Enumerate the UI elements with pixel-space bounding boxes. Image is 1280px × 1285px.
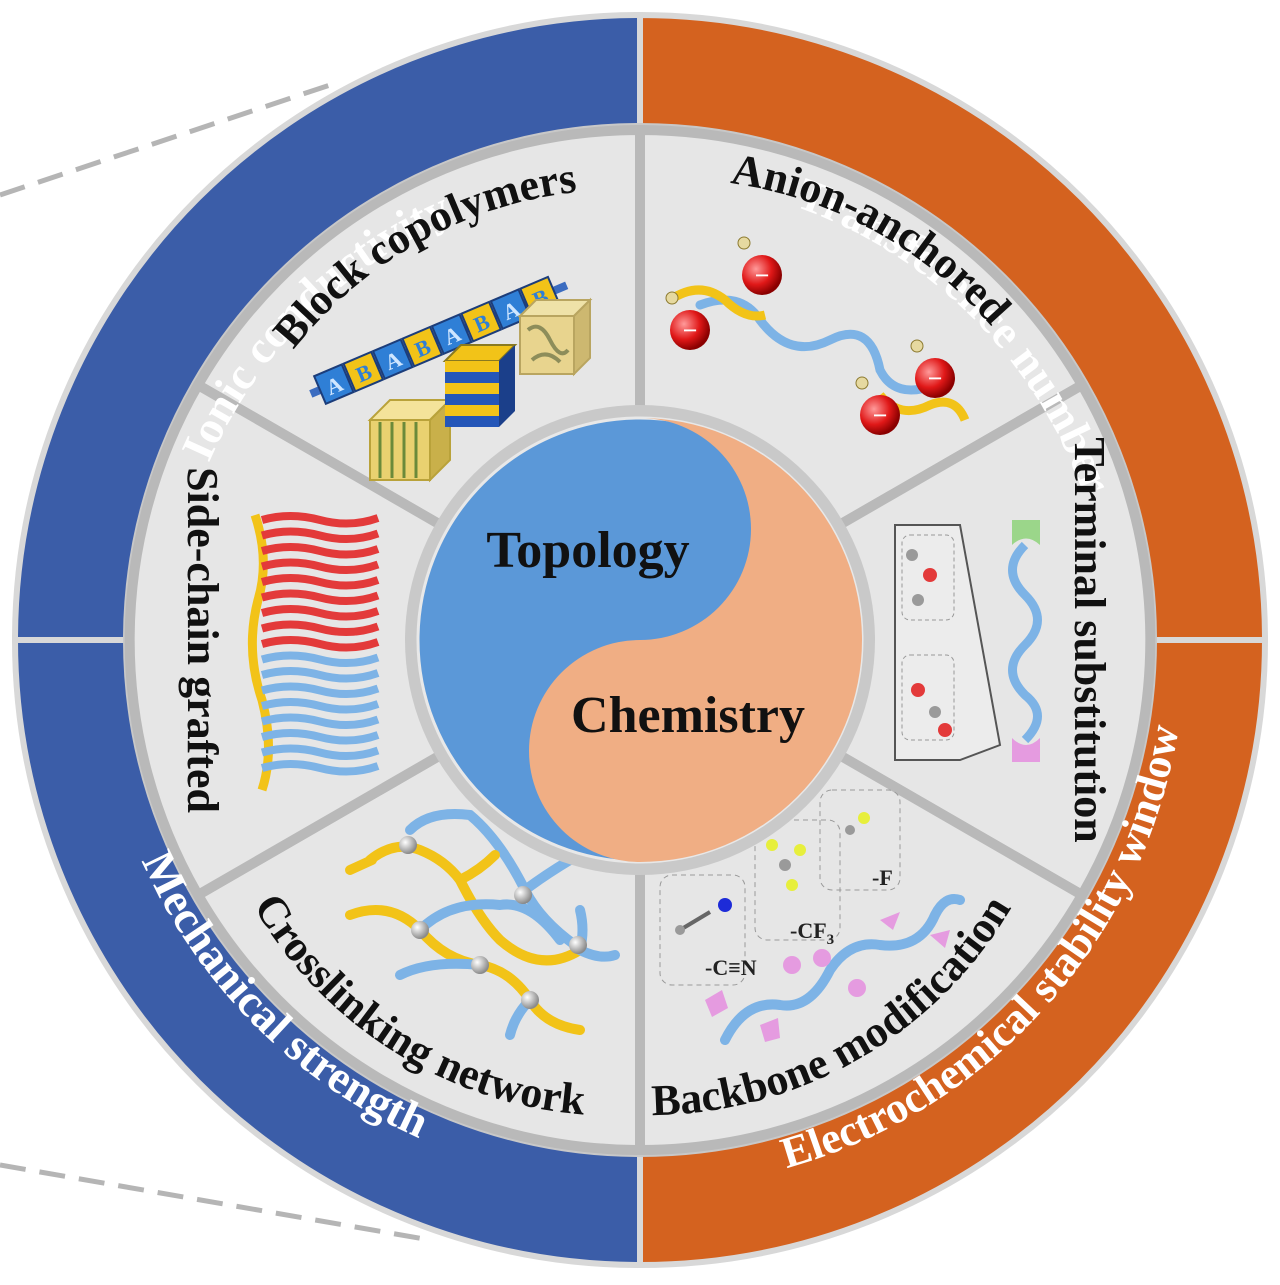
graft-backbone xyxy=(247,513,273,792)
side-chain-red xyxy=(260,574,380,590)
crosslink-nodes xyxy=(399,836,587,1009)
svg-text:−: − xyxy=(683,316,698,345)
side-chain-blue xyxy=(260,760,380,776)
cylinder-morphology-cube xyxy=(367,397,453,483)
label-terminal-substitution: Terminal substitution xyxy=(1065,437,1114,842)
block-segment-a: A xyxy=(430,313,473,356)
side-chain-blue xyxy=(260,651,380,667)
side-chain-red xyxy=(260,543,380,559)
label-side-chain-grafted: Side-chain grafted xyxy=(178,467,227,813)
group-label-cyano: -C≡N xyxy=(705,955,757,980)
sector-side-chain-grafted xyxy=(124,378,651,902)
side-chain-grafted-illustration xyxy=(247,512,380,792)
center-label-topology: Topology xyxy=(486,522,689,579)
anion-anchored-illustration: − − − − xyxy=(665,236,970,435)
backbone-modification-illustration: -C≡N -CF3 -F xyxy=(659,789,965,1045)
svg-text:−: − xyxy=(873,401,888,430)
side-chain-red xyxy=(260,636,380,652)
block-segment-a: A xyxy=(371,338,414,381)
side-chain-blue xyxy=(260,667,380,683)
side-chain-blue xyxy=(260,698,380,714)
side-chain-red xyxy=(260,558,380,574)
svg-text:−: − xyxy=(755,261,770,290)
lamellar-morphology-cube xyxy=(442,344,518,427)
group-label-cf3: -CF3 xyxy=(790,918,834,948)
zoom-panel xyxy=(894,524,1002,761)
side-chain-red xyxy=(260,527,380,543)
center-label-chemistry: Chemistry xyxy=(571,687,805,744)
terminal-substitution-illustration xyxy=(894,520,1042,762)
block-segment-b: B xyxy=(401,325,444,368)
anion-ball: − xyxy=(665,291,710,350)
anion-ball: − xyxy=(910,339,955,398)
anion-ball: − xyxy=(855,376,900,435)
dashed-leader-lines xyxy=(0,82,431,1243)
side-chain-blue xyxy=(260,682,380,698)
side-chain-red xyxy=(260,605,380,621)
chemistry-half xyxy=(529,418,862,862)
side-chain-blue xyxy=(260,713,380,729)
block-segment-b: B xyxy=(342,350,385,393)
side-chain-blue xyxy=(260,729,380,745)
end-group-pink xyxy=(1012,738,1040,762)
block-segment-b: B xyxy=(460,300,503,343)
side-chain-red xyxy=(260,589,380,605)
side-chain-red xyxy=(260,512,380,528)
anion-ball: − xyxy=(737,236,782,295)
block-segment-a: A xyxy=(312,363,355,406)
side-chain-blue xyxy=(260,744,380,760)
svg-text:−: − xyxy=(928,364,943,393)
gyroid-morphology-cube xyxy=(517,297,593,377)
group-label-fluoro: -F xyxy=(872,865,893,890)
end-group-green xyxy=(1012,520,1040,545)
yin-yang-core: Topology Chemistry xyxy=(405,405,875,875)
side-chain-red xyxy=(260,620,380,636)
